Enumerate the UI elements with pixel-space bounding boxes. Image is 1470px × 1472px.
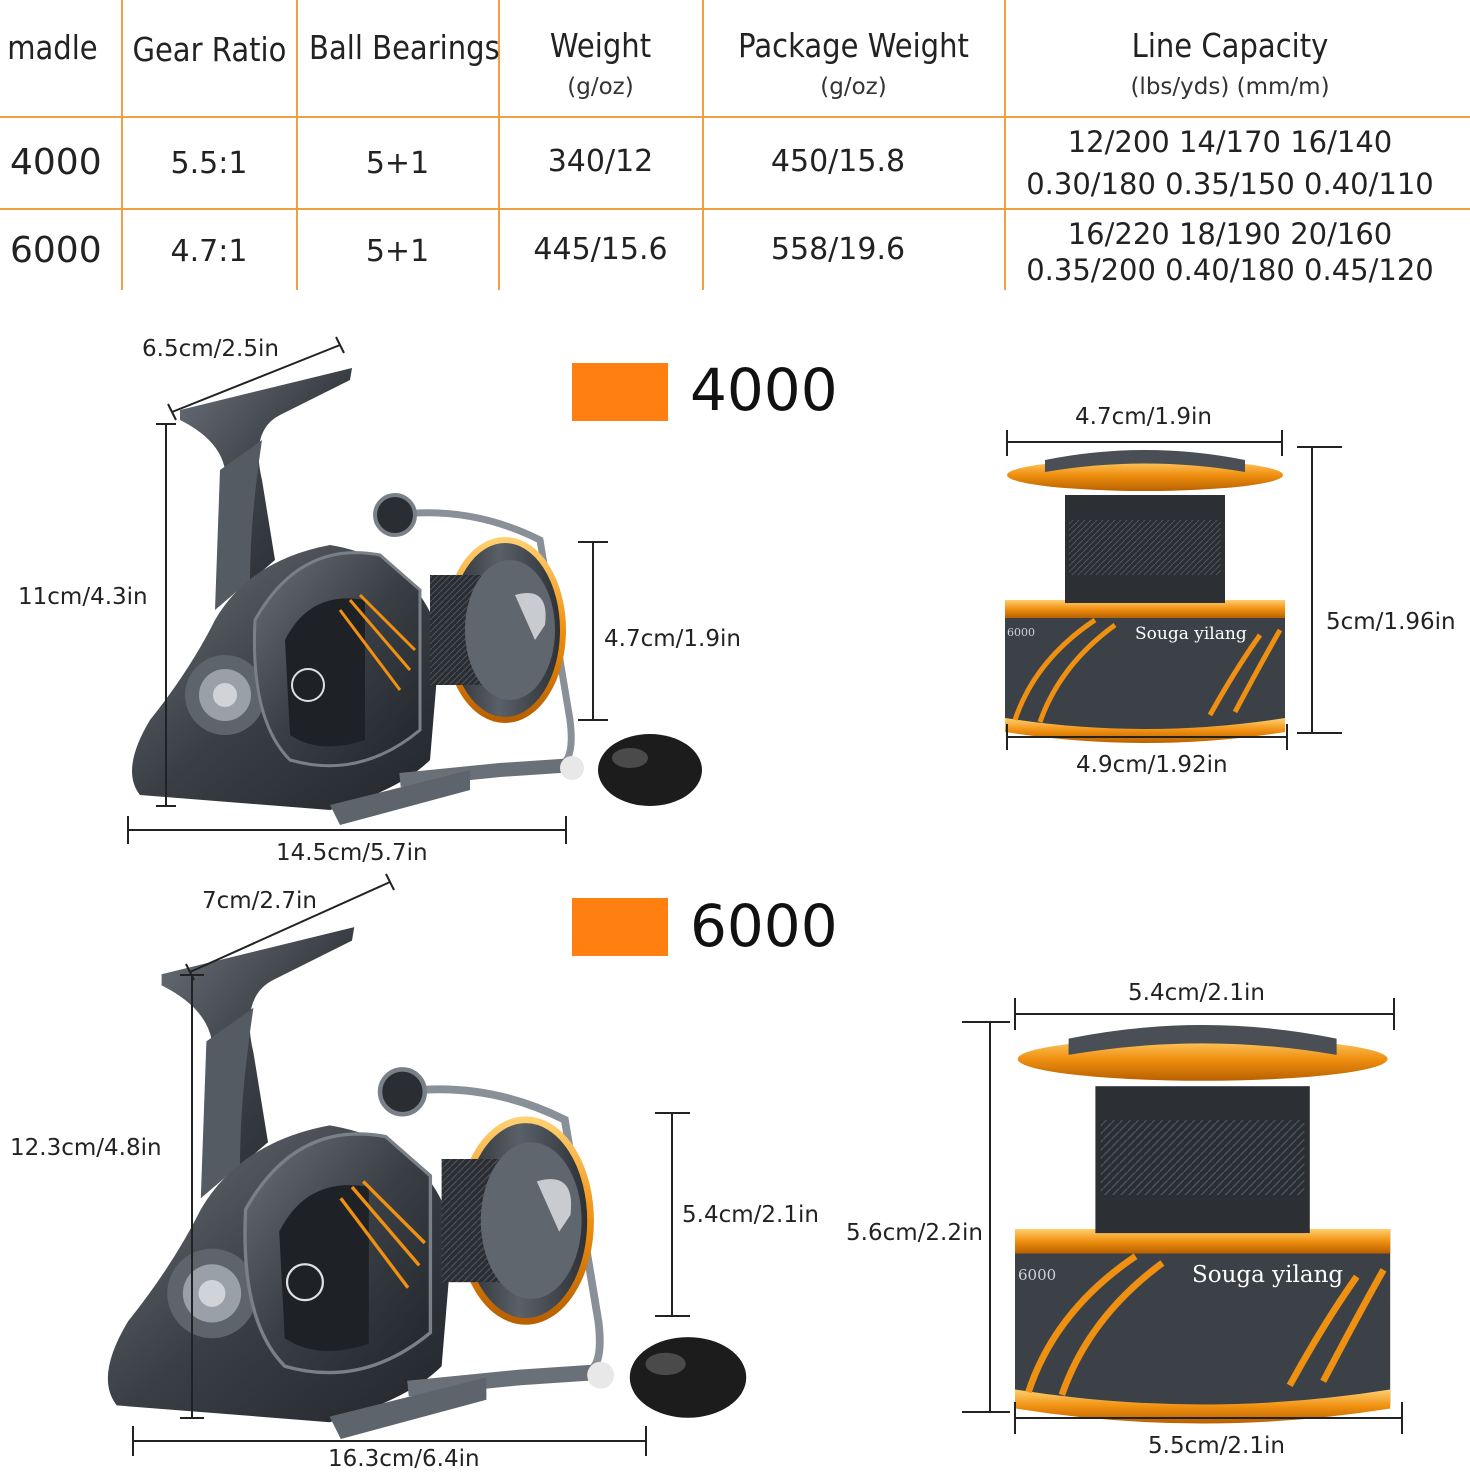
spool-size-mark-6000: 6000 bbox=[1018, 1266, 1057, 1284]
legend-swatch-6000 bbox=[572, 898, 668, 956]
header-model: madle bbox=[7, 28, 98, 67]
table-divider bbox=[1004, 0, 1006, 290]
header-ball-bearings: Ball Bearings bbox=[309, 28, 500, 67]
table-divider bbox=[296, 0, 298, 290]
row-capacity-line1: 16/220 18/190 20/160 bbox=[1067, 217, 1393, 251]
spool-brand-6000: Souga yilang bbox=[1192, 1262, 1344, 1288]
table-divider bbox=[702, 0, 704, 290]
dim-4000-spool-height-label: 5cm/1.96in bbox=[1326, 609, 1456, 635]
dim-6000-height: 12.3cm/4.8in bbox=[10, 1135, 162, 1161]
row-model: 4000 bbox=[10, 142, 102, 183]
row-ball-bearings: 5+1 bbox=[365, 146, 430, 181]
row-weight: 445/15.6 bbox=[533, 232, 668, 267]
dim-6000-rotor-width: 7cm/2.7in bbox=[202, 888, 317, 914]
table-divider bbox=[498, 0, 500, 290]
spool-size-mark-4000: 6000 bbox=[1007, 626, 1035, 639]
row-model: 6000 bbox=[10, 230, 102, 271]
dimension-lines-6000 bbox=[132, 873, 690, 1456]
table-divider bbox=[121, 0, 123, 290]
row-package-weight: 558/19.6 bbox=[770, 232, 906, 267]
row-capacity-line2: 0.30/180 0.35/150 0.40/110 bbox=[1026, 167, 1434, 201]
dimension-lines-4000 bbox=[127, 336, 608, 844]
spool-6000-image bbox=[1015, 1025, 1390, 1423]
legend-label-6000: 6000 bbox=[690, 892, 838, 960]
dim-4000-spool-bottom-width: 4.9cm/1.92in bbox=[1076, 752, 1228, 778]
header-weight: Weight bbox=[549, 26, 652, 65]
dim-6000-spool-height-label: 5.6cm/2.2in bbox=[846, 1220, 983, 1246]
dim-6000-spool-top-width: 5.4cm/2.1in bbox=[1128, 980, 1265, 1006]
reel-4000-image bbox=[132, 368, 702, 825]
legend-label-4000: 4000 bbox=[690, 356, 838, 424]
dim-4000-spool-top-width: 4.7cm/1.9in bbox=[1075, 404, 1212, 430]
dim-4000-height: 11cm/4.3in bbox=[18, 584, 148, 610]
header-line-capacity-unit: (lbs/yds) (mm/m) bbox=[1130, 74, 1330, 100]
table-divider bbox=[0, 116, 1470, 118]
dim-6000-spool-height: 5.4cm/2.1in bbox=[682, 1202, 819, 1228]
legend-swatch-4000 bbox=[572, 363, 668, 421]
row-gear-ratio: 5.5:1 bbox=[170, 146, 248, 181]
dim-6000-spool-bottom-width: 5.5cm/2.1in bbox=[1148, 1433, 1285, 1459]
row-capacity-line2: 0.35/200 0.40/180 0.45/120 bbox=[1026, 253, 1434, 287]
header-line-capacity: Line Capacity bbox=[1131, 26, 1329, 65]
header-gear-ratio: Gear Ratio bbox=[132, 30, 287, 69]
dim-4000-length: 14.5cm/5.7in bbox=[276, 840, 428, 866]
header-package-weight-unit: (g/oz) bbox=[820, 74, 887, 100]
row-gear-ratio: 4.7:1 bbox=[170, 234, 248, 269]
row-package-weight: 450/15.8 bbox=[770, 144, 906, 179]
row-capacity-line1: 12/200 14/170 16/140 bbox=[1067, 125, 1393, 159]
table-divider bbox=[0, 208, 1470, 210]
header-package-weight: Package Weight bbox=[738, 26, 969, 65]
spool-4000-image bbox=[1005, 450, 1285, 743]
row-weight: 340/12 bbox=[547, 144, 654, 179]
header-weight-unit: (g/oz) bbox=[567, 74, 634, 100]
row-ball-bearings: 5+1 bbox=[365, 234, 430, 269]
spec-table: madle Gear Ratio Ball Bearings Weight (g… bbox=[0, 0, 1470, 290]
dim-4000-spool-height: 4.7cm/1.9in bbox=[604, 626, 741, 652]
reel-6000-image bbox=[108, 927, 746, 1439]
spool-dimension-lines-4000 bbox=[1006, 430, 1342, 750]
spool-brand-4000: Souga yilang bbox=[1135, 624, 1247, 644]
spool-dimension-lines-6000 bbox=[962, 998, 1403, 1434]
dim-4000-rotor-width: 6.5cm/2.5in bbox=[142, 336, 279, 362]
dim-6000-length: 16.3cm/6.4in bbox=[328, 1446, 480, 1472]
